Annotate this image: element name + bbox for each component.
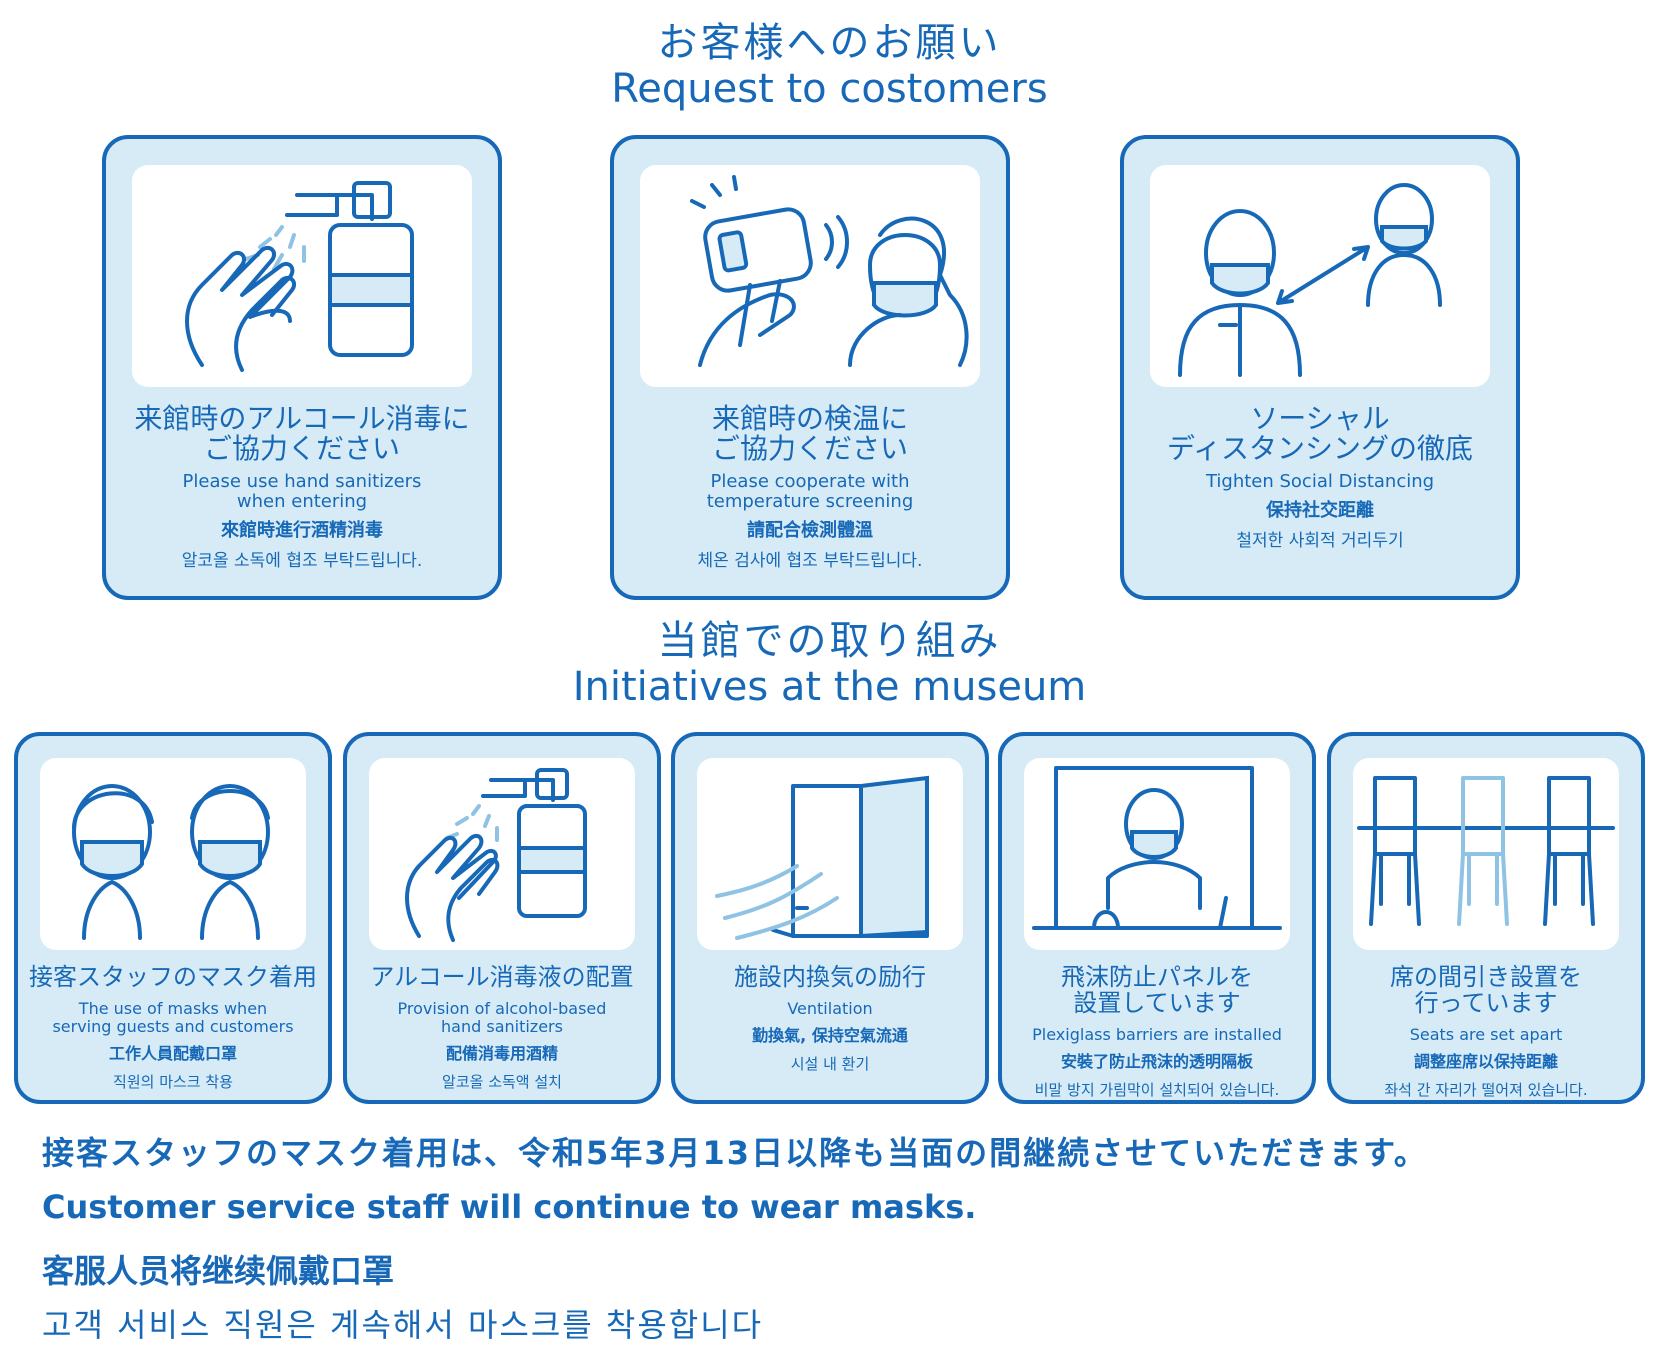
card-title-en: Plexiglass barriers are installed [1032, 1025, 1282, 1044]
initiative-card-sanitizers: アルコール消毒液の配置 Provision of alcohol-based h… [343, 732, 661, 1104]
card-title-ko: 비말 방지 가림막이 설치되어 있습니다. [1034, 1081, 1280, 1099]
card-title-ko: 체온 검사에 협조 부탁드립니다. [697, 551, 923, 571]
thermometer-icon [640, 165, 980, 387]
plexiglass-barrier-icon [1024, 758, 1290, 950]
window-ventilation-icon [697, 758, 963, 950]
card-title-ko: 좌석 간 자리가 떨어져 있습니다. [1384, 1081, 1588, 1099]
notice-ja: 接客スタッフのマスク着用は、令和5年3月13日以降も当面の間継続させていただきま… [42, 1134, 1428, 1172]
initiative-card-ventilation: 施設内換気の励行 Ventilation 勤換氣, 保持空氣流通 시설 내 환기 [671, 732, 989, 1104]
notice-ko: 고객 서비스 직원은 계속해서 마스크를 착용합니다 [42, 1306, 764, 1344]
card-title-ja: 飛沫防止パネルを 設置しています [1061, 963, 1253, 1017]
requests-heading-en: Request to costomers [611, 66, 1048, 112]
initiatives-heading-ja: 当館での取り組み [657, 618, 1002, 664]
card-title-zh: 勤換氣, 保持空氣流通 [752, 1026, 908, 1045]
card-title-en: Please use hand sanitizers when entering [182, 471, 422, 512]
card-title-ja: ソーシャル ディスタンシングの徹底 [1166, 402, 1474, 465]
card-title-en: Please cooperate with temperature screen… [706, 471, 914, 512]
initiative-card-staff-masks: 接客スタッフのマスク着用 The use of masks when servi… [14, 732, 332, 1104]
card-title-zh: 請配合檢測體溫 [747, 520, 873, 541]
card-title-zh: 來館時進行酒精消毒 [221, 520, 383, 541]
hand-sanitizer-icon [369, 758, 635, 950]
card-title-ja: 来館時の検温に ご協力ください [711, 402, 908, 465]
card-title-ko: 알코올 소독에 협조 부탁드립니다. [181, 551, 423, 571]
initiatives-heading: 当館での取り組み Initiatives at the museum [0, 618, 1659, 710]
hand-sanitizer-icon [132, 165, 472, 387]
card-title-ja: 施設内換気の励行 [734, 963, 926, 991]
card-title-en: The use of masks when serving guests and… [52, 999, 294, 1036]
requests-heading: お客様へのお願い Request to costomers [0, 20, 1659, 112]
initiative-card-barriers: 飛沫防止パネルを 設置しています Plexiglass barriers are… [998, 732, 1316, 1104]
card-title-ko: 직원의 마스크 착용 [113, 1073, 233, 1091]
card-title-ja: 席の間引き設置を 行っています [1390, 963, 1582, 1017]
social-distancing-icon [1150, 165, 1490, 387]
card-title-zh: 配備消毒用酒精 [445, 1044, 558, 1063]
card-title-ja: 来館時のアルコール消毒に ご協力ください [134, 402, 470, 465]
card-title-ko: 알코올 소독액 설치 [442, 1073, 562, 1091]
card-title-zh: 保持社交距離 [1266, 500, 1374, 521]
card-title-zh: 調整座席以保持距離 [1413, 1052, 1558, 1071]
initiatives-heading-en: Initiatives at the museum [572, 664, 1087, 710]
card-title-zh: 工作人員配戴口罩 [108, 1044, 237, 1063]
card-title-ja: アルコール消毒液の配置 [370, 963, 634, 991]
spaced-seats-icon [1353, 758, 1619, 950]
card-title-en: Ventilation [787, 999, 873, 1018]
card-title-en: Provision of alcohol-based hand sanitize… [397, 999, 607, 1036]
request-card-distancing: ソーシャル ディスタンシングの徹底 Tighten Social Distanc… [1120, 135, 1520, 600]
notice-zh: 客服人员将继续佩戴口罩 [42, 1252, 395, 1290]
card-title-ko: 철저한 사회적 거리두기 [1236, 531, 1404, 551]
card-title-ko: 시설 내 환기 [790, 1055, 870, 1073]
staff-mask-icon [40, 758, 306, 950]
request-card-sanitizer: 来館時のアルコール消毒に ご協力ください Please use hand san… [102, 135, 502, 600]
initiative-card-seating: 席の間引き設置を 行っています Seats are set apart 調整座席… [1327, 732, 1645, 1104]
card-title-zh: 安裝了防止飛沫的透明隔板 [1060, 1052, 1253, 1071]
request-card-temperature: 来館時の検温に ご協力ください Please cooperate with te… [610, 135, 1010, 600]
card-title-en: Seats are set apart [1409, 1025, 1563, 1044]
card-title-en: Tighten Social Distancing [1205, 471, 1435, 492]
requests-heading-ja: お客様へのお願い [657, 20, 1002, 66]
card-title-ja: 接客スタッフのマスク着用 [29, 963, 317, 991]
notice-en: Customer service staff will continue to … [42, 1188, 977, 1226]
